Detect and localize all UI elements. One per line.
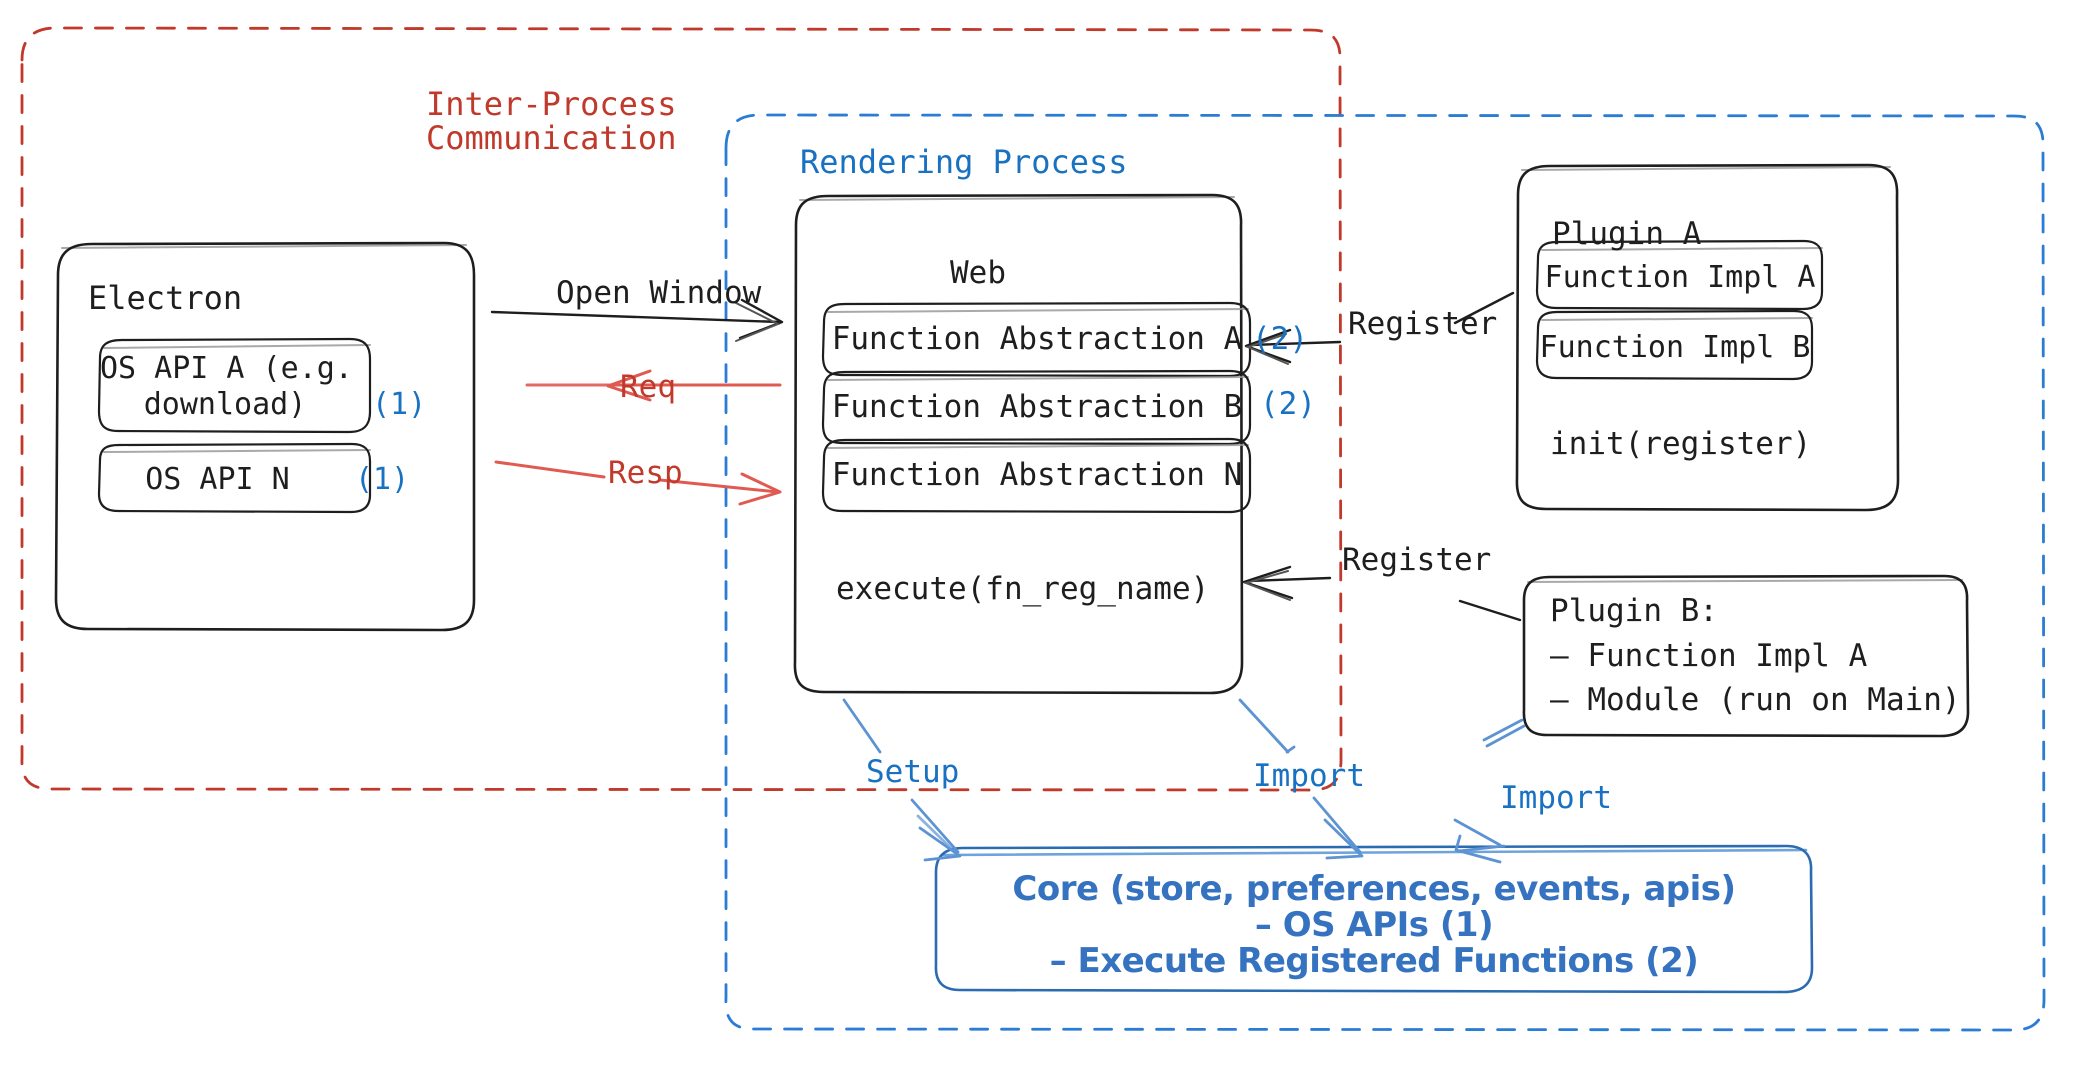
fn-abstraction-a-label: Function Abstraction A <box>831 321 1243 357</box>
import-plugin-label: Import <box>1500 780 1612 816</box>
fn-abstraction-b-label: Function Abstraction B <box>831 389 1243 425</box>
fn-abstraction-b-badge: (2) <box>1260 386 1316 422</box>
plugin-a-title: Plugin A <box>1552 216 1702 252</box>
req-label: Req <box>620 369 676 405</box>
web-title: Web <box>950 255 1006 291</box>
core-line-3: – Execute Registered Functions (2) <box>1049 941 1699 981</box>
plugin-b-line-1: – Function Impl A <box>1550 638 1868 674</box>
plugin-a-footer-label: init(register) <box>1550 426 1812 462</box>
ipc-group-label-line1: Inter-Process <box>426 85 677 123</box>
electron-title: Electron <box>88 279 243 317</box>
os-api-a-badge: (1) <box>372 387 427 422</box>
fn-abstraction-n-label: Function Abstraction N <box>831 457 1243 493</box>
core-line-2: – OS APIs (1) <box>1254 905 1494 945</box>
fn-abstraction-a-badge: (2) <box>1252 321 1308 357</box>
core-line-1: Core (store, preferences, events, apis) <box>1012 869 1736 909</box>
ipc-group-label-line2: Communication <box>426 119 677 157</box>
register-b-label: Register <box>1342 542 1492 578</box>
plugin-b-line-2: – Module (run on Main) <box>1550 682 1961 718</box>
plugin-b-title: Plugin B: <box>1550 593 1718 629</box>
import-web-label: Import <box>1253 758 1365 794</box>
fn-impl-b-label: Function Impl B <box>1539 330 1811 365</box>
os-api-n-label: OS API N <box>145 462 290 497</box>
rendering-group-label: Rendering Process <box>800 143 1128 181</box>
fn-impl-a-label: Function Impl A <box>1544 260 1816 295</box>
web-footer-label: execute(fn_reg_name) <box>836 571 1210 607</box>
setup-label: Setup <box>866 754 960 790</box>
register-a-label: Register <box>1348 306 1498 342</box>
resp-label: Resp <box>608 455 683 491</box>
os-api-a-label-line1: OS API A (e.g. <box>100 351 353 386</box>
web-box-outline <box>793 193 1244 695</box>
open-window-label: Open Window <box>556 275 762 311</box>
os-api-a-label-line2: download) <box>143 387 307 422</box>
os-api-n-badge: (1) <box>355 462 410 497</box>
